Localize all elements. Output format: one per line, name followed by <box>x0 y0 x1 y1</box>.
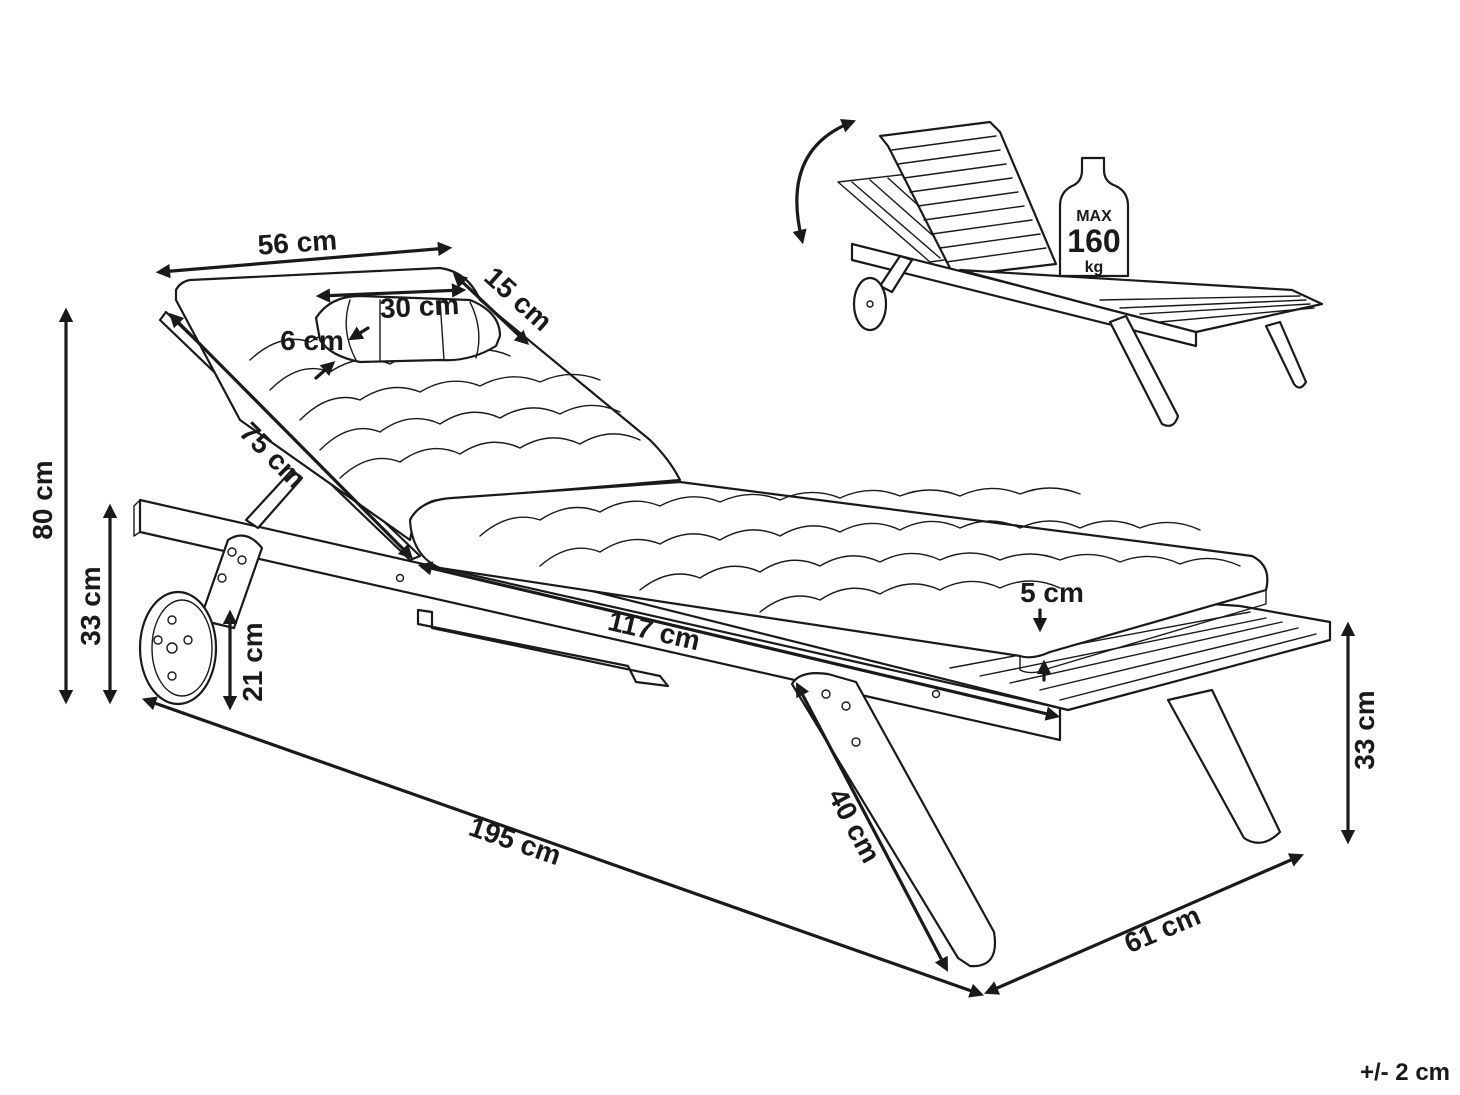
weight-unit: kg <box>1085 259 1104 276</box>
label-cushion-thickness: 5 cm <box>1020 577 1084 608</box>
weight-badge: MAX 160 kg <box>1058 156 1130 278</box>
weight-value: 160 <box>1067 223 1120 259</box>
label-wheel-height: 21 cm <box>237 622 268 701</box>
label-seat-height-right: 33 cm <box>1349 690 1380 769</box>
recline-illustration <box>792 118 1324 427</box>
tolerance-note: +/- 2 cm <box>1359 1059 1450 1086</box>
dimension-lines <box>58 241 1356 998</box>
label-total-length: 195 cm <box>465 811 565 871</box>
label-pillow-length: 30 cm <box>379 289 460 324</box>
weight-max-label: MAX <box>1076 208 1112 225</box>
label-total-height: 80 cm <box>27 460 58 539</box>
label-seat-height-left: 33 cm <box>75 566 106 645</box>
label-pillow-height: 6 cm <box>280 325 344 356</box>
label-backrest-width: 56 cm <box>257 224 338 260</box>
label-total-width: 61 cm <box>1120 899 1205 959</box>
rear-right-leg <box>1166 688 1282 844</box>
